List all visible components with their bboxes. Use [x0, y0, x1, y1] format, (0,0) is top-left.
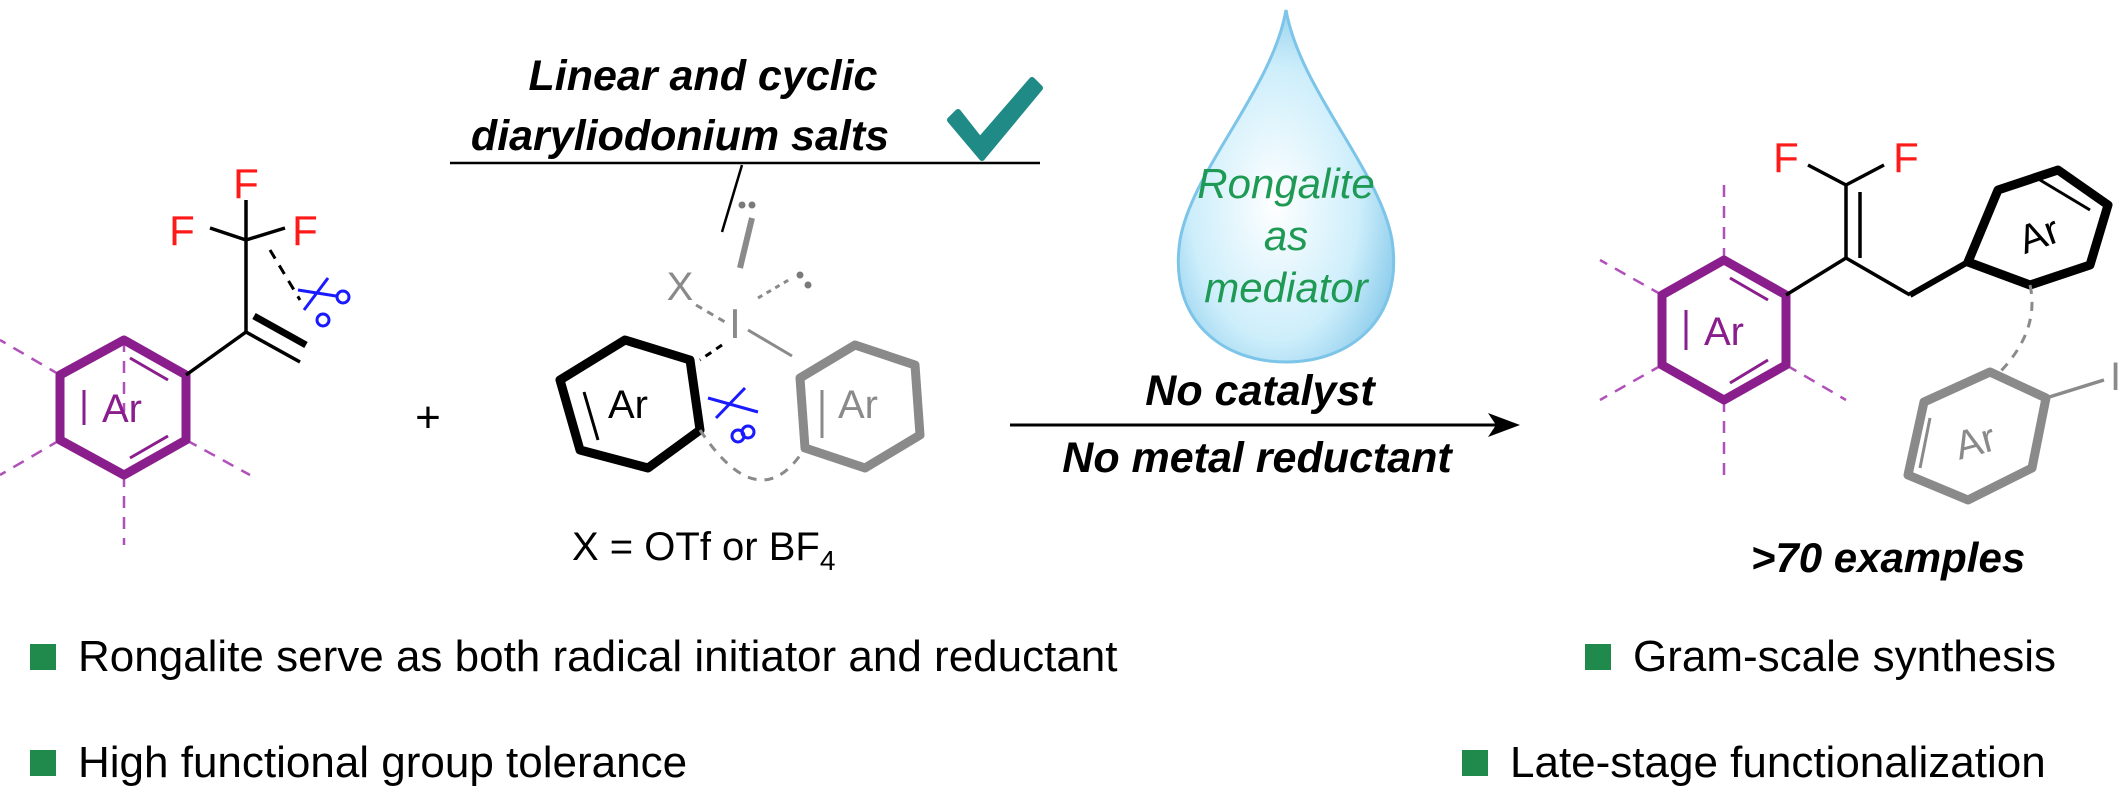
reagent-right-ring-label: Ar — [838, 383, 878, 427]
product-f-right: F — [1893, 134, 1919, 181]
condition-above-arrow: No catalyst — [1145, 367, 1376, 415]
bullet-left-2-text: High functional group tolerance — [78, 738, 688, 787]
product-left-ring-label: Ar — [1704, 310, 1744, 354]
bullet-left-2: High functional group tolerance — [30, 738, 687, 788]
bullet-left-1: Rongalite serve as both radical initiato… — [30, 632, 1118, 682]
examples-count: >70 examples — [1751, 534, 2025, 581]
reagent-right-ring — [795, 340, 925, 473]
counterion-note: X = OTf or BF4 — [572, 525, 835, 576]
product-bottom-ring-label: Ar — [1950, 416, 2000, 469]
bullet-right-1: Gram-scale synthesis — [1585, 632, 2056, 682]
reagent-iodine-label: I — [729, 300, 741, 347]
drop-line1: Rongalite — [1197, 160, 1374, 207]
bullet-square-icon — [30, 750, 56, 776]
scissors-icon — [707, 386, 759, 444]
reagent-header-line1: Linear and cyclic — [529, 52, 878, 100]
bullet-square-icon — [1462, 750, 1488, 776]
product-iodine: I — [2110, 355, 2121, 399]
bullet-right-2-text: Late-stage functionalization — [1510, 738, 2046, 787]
drop-line3: mediator — [1204, 264, 1369, 311]
bullet-right-1-text: Gram-scale synthesis — [1633, 632, 2057, 681]
bullet-right-2: Late-stage functionalization — [1462, 738, 2046, 788]
bullet-square-icon — [30, 644, 56, 670]
substrate-ring-label: Ar — [102, 387, 142, 431]
condition-below-arrow: No metal reductant — [1062, 434, 1453, 482]
scissors-icon — [297, 277, 351, 328]
substrate-f-left: F — [169, 207, 195, 254]
substrate-f-right: F — [292, 207, 318, 254]
checkmark-icon — [947, 77, 1043, 161]
reagent-x-label: X — [667, 265, 694, 309]
substrate: Ar F F F — [0, 160, 351, 545]
product-top-ring-label: Ar — [2013, 208, 2066, 263]
product-f-left: F — [1773, 134, 1799, 181]
product: Ar F F Ar Ar I >70 examples — [1599, 134, 2121, 581]
reagent-left-ring-label: Ar — [608, 383, 648, 427]
bullet-left-1-text: Rongalite serve as both radical initiato… — [78, 632, 1118, 681]
reagent: Linear and cyclic diaryliodonium salts X… — [450, 52, 1043, 576]
drop-line2: as — [1264, 212, 1308, 259]
reaction-arrow: No catalyst No metal reductant — [1010, 367, 1520, 482]
reagent-header-line2: diaryliodonium salts — [471, 112, 889, 160]
rongalite-drop: Rongalite as mediator — [1176, 9, 1396, 364]
substrate-f-top: F — [233, 160, 259, 207]
bullet-square-icon — [1585, 644, 1611, 670]
reagent-left-ring — [555, 335, 705, 473]
plus-sign: + — [415, 393, 441, 442]
